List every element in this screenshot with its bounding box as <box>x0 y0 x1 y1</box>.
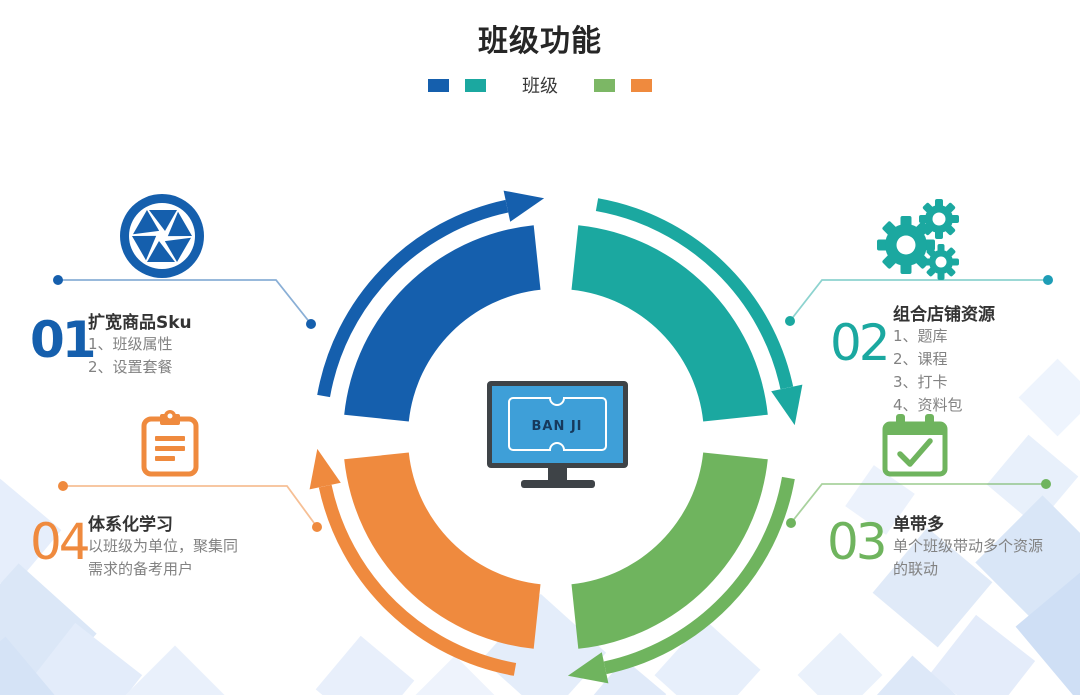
legend-swatch-blue <box>428 78 449 92</box>
gears-icon <box>877 199 959 280</box>
section-01-item: 1、班级属性 <box>88 335 173 353</box>
section-01-title: 扩宽商品Sku <box>88 313 192 333</box>
legend: 班级 <box>0 72 1080 98</box>
section-03-title: 单带多 <box>893 515 944 535</box>
monitor-label: BAN JI <box>531 419 582 434</box>
cycle-arc-orange <box>344 452 541 649</box>
section-02-item: 4、资料包 <box>893 396 963 414</box>
section-02-item: 2、课程 <box>893 350 948 368</box>
section-01-item: 2、设置套餐 <box>88 358 173 376</box>
connector-02-dot <box>1043 275 1053 285</box>
arrow-head-green <box>567 652 609 684</box>
section-03-number: 03 <box>827 513 888 571</box>
cycle-arrow-arc-green <box>603 476 795 675</box>
bg-diamond <box>125 645 225 695</box>
section-03-description: 单个班级带动多个资源 的联动 <box>893 535 1043 581</box>
bg-diamond <box>1018 358 1080 437</box>
monitor: BAN JI <box>487 381 628 488</box>
section-02-item: 3、打卡 <box>893 373 948 391</box>
section-04-description: 以班级为单位，聚集同 需求的备考用户 <box>88 535 238 581</box>
section-02-items: 1、题库 2、课程 3、打卡 4、资料包 <box>893 325 963 417</box>
cycle-arrow-arc-orange <box>318 484 517 676</box>
monitor-stand-neck <box>548 468 567 480</box>
cycle-arc-green <box>571 452 768 649</box>
legend-label: 班级 <box>522 76 558 97</box>
calendar-check-icon <box>882 414 948 477</box>
cycle-arrow-arc-blue <box>317 199 509 398</box>
page-title: 班级功能 <box>478 24 602 59</box>
arrow-head-teal <box>771 384 803 426</box>
aperture-icon <box>120 194 204 278</box>
cycle-arrow-arc-teal <box>595 198 794 390</box>
arrow-head-blue <box>503 190 545 222</box>
ticket-outline: BAN JI <box>508 397 607 451</box>
legend-swatch-teal <box>465 78 486 92</box>
section-02-title: 组合店铺资源 <box>893 305 995 325</box>
section-03-line: 单个班级带动多个资源 <box>893 537 1044 555</box>
cycle-ring <box>309 190 803 684</box>
arrow-head-orange <box>309 448 341 490</box>
section-03-line: 的联动 <box>893 560 939 578</box>
legend-swatch-green <box>594 78 615 92</box>
section-01-items: 1、班级属性 2、设置套餐 <box>88 333 173 379</box>
clipboard-icon <box>141 410 199 477</box>
section-01-number: 01 <box>30 311 97 369</box>
section-04-line: 以班级为单位，聚集同 <box>88 537 239 555</box>
section-04-title: 体系化学习 <box>88 515 173 535</box>
connector-04-dot <box>58 481 68 491</box>
legend-swatch-orange <box>631 78 652 92</box>
cycle-arc-blue <box>344 225 541 422</box>
monitor-stand-base <box>520 480 595 488</box>
section-02-number: 02 <box>830 314 891 372</box>
section-04-number: 04 <box>30 513 91 571</box>
connector-01-dot <box>53 275 63 285</box>
cycle-arc-teal <box>571 225 768 422</box>
section-04-line: 需求的备考用户 <box>88 560 194 578</box>
monitor-screen: BAN JI <box>487 381 628 468</box>
section-02-item: 1、题库 <box>893 327 948 345</box>
